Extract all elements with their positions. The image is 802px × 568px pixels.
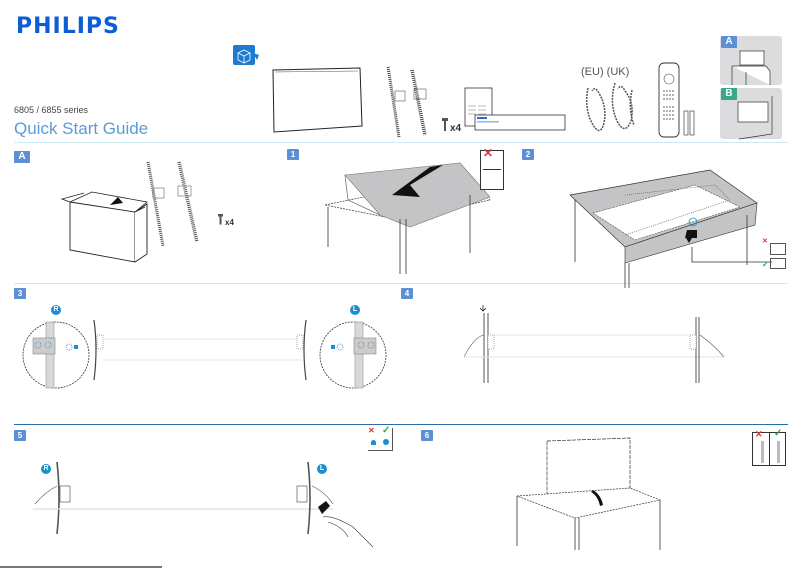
- check-icon: ✓: [382, 425, 391, 436]
- section-badge-a: A: [14, 151, 30, 163]
- tv-on-table-illustration: [516, 437, 662, 550]
- mount-option-a: A: [720, 36, 782, 85]
- section-badge-6: 6: [421, 430, 433, 441]
- stand-orientation-hint: ✕ ✓: [752, 428, 786, 466]
- screw-count: x4: [450, 123, 462, 134]
- section-badge-2: 2: [522, 149, 534, 160]
- tv-panel-icon: [272, 67, 363, 133]
- section-badge-1: 1: [287, 149, 299, 160]
- stand-legs-illustration: [146, 161, 199, 247]
- stand-attach-detail-left: [319, 321, 387, 389]
- manual-icon: [464, 87, 566, 131]
- wrong-icon: ✕: [755, 429, 763, 439]
- brand-logo: PHILIPS: [16, 14, 120, 39]
- screw-tighten-hint: ✕ ✓: [368, 425, 393, 451]
- section-badge-5: 5: [14, 430, 26, 441]
- screw-fastening-illustration: [33, 461, 374, 548]
- check-icon: ✓: [774, 428, 783, 439]
- option-badge-b: B: [721, 88, 737, 100]
- check-icon: ✓: [762, 260, 769, 269]
- separator: [14, 142, 788, 143]
- cable-check-hint: ✕ ✓: [762, 238, 786, 270]
- power-cord-label: (EU) (UK): [581, 66, 630, 78]
- stand-legs-icon: [386, 66, 427, 138]
- table-stand-icon: [731, 50, 771, 85]
- tv-stand-insert-illustration: [463, 305, 725, 383]
- series-label: 6805 / 6855 series: [14, 105, 89, 115]
- mount-option-b: B: [720, 88, 782, 140]
- open-box-illustration: [60, 191, 148, 263]
- section-badge-3: 3: [14, 288, 26, 299]
- separator: [14, 283, 788, 284]
- marker-r: R: [41, 464, 51, 474]
- open-box-icon: [233, 45, 259, 65]
- marker-l: L: [350, 305, 360, 315]
- section-badge-4: 4: [401, 288, 413, 299]
- screw-count: x4: [225, 218, 234, 227]
- separator: [0, 566, 162, 568]
- marker-r: R: [51, 305, 61, 315]
- page-title: Quick Start Guide: [14, 119, 149, 138]
- tv-face-down-illustration: [569, 169, 772, 288]
- remote-control-icon: [658, 62, 695, 138]
- power-cord-icon: [585, 82, 635, 132]
- wrong-icon: ✕: [368, 426, 375, 435]
- screw-icon: [218, 214, 223, 225]
- option-badge-a: A: [721, 36, 737, 48]
- stand-attach-detail-right: [22, 321, 90, 389]
- separator: [14, 424, 788, 425]
- wrong-icon: ✕: [483, 146, 494, 160]
- marker-l: L: [317, 464, 327, 474]
- soft-surface-hint: ✕: [480, 146, 504, 190]
- screw-icon: [442, 118, 448, 131]
- wrong-icon: ✕: [762, 238, 768, 245]
- tv-side-view: [93, 319, 307, 381]
- wall-mount-icon: [737, 96, 773, 140]
- table-with-cloth-illustration: [324, 162, 491, 274]
